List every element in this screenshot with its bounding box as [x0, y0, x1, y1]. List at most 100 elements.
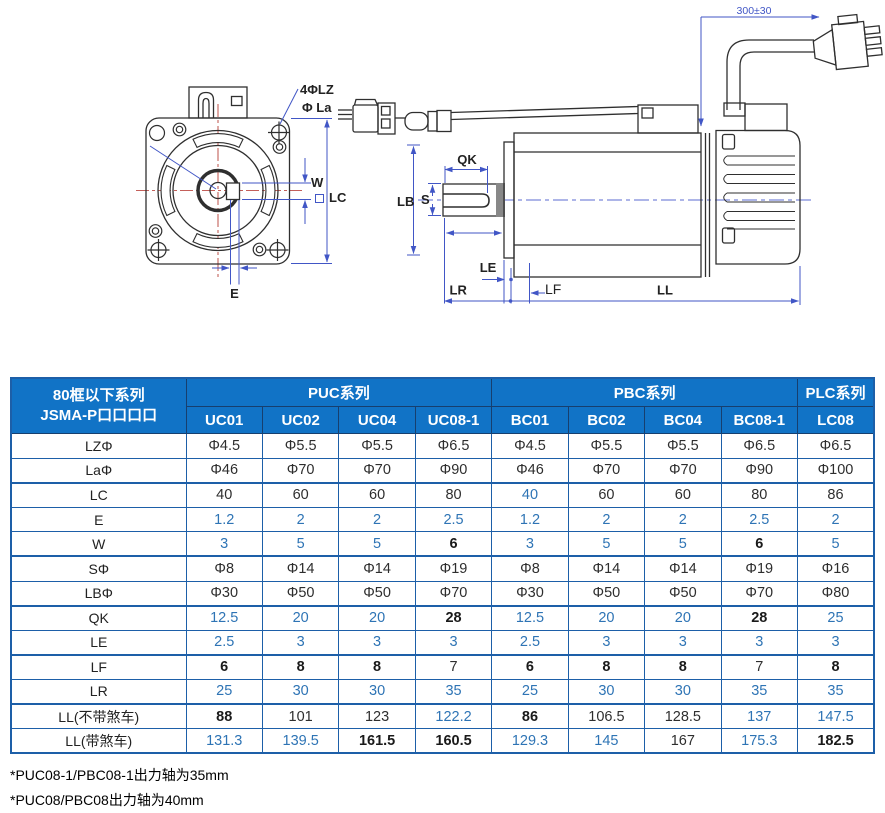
cell-SΦ-UC04: Φ14: [338, 555, 416, 582]
mount-hole-icon: [268, 121, 290, 144]
group-header-2: PLC系列: [797, 377, 875, 407]
row-label: LC: [10, 482, 187, 508]
row-label: SΦ: [10, 555, 187, 582]
cell-LE-LC08: 3: [797, 629, 875, 656]
cell-LBΦ-BC02: Φ50: [567, 580, 646, 607]
cell-LaΦ-LC08: Φ100: [797, 457, 875, 484]
mount-hole-icon: [148, 124, 166, 142]
cell-E-BC02: 2: [567, 506, 646, 533]
model-header-UC04: UC04: [338, 406, 416, 434]
group-header-1: PBC系列: [491, 377, 798, 407]
cell-E-UC08-1: 2.5: [414, 506, 493, 533]
cell-LR-UC02: 30: [261, 678, 340, 706]
cell-LC-BC02: 60: [567, 482, 646, 508]
cell-LL(不带煞车)-BC02: 106.5: [567, 703, 646, 730]
cell-LF-UC04: 8: [338, 654, 416, 680]
cell-LZΦ-UC01: Φ4.5: [185, 433, 263, 459]
cell-LL(带煞车)-UC04: 161.5: [338, 728, 416, 754]
cell-LF-LC08: 8: [797, 654, 875, 680]
cell-LBΦ-BC08-1: Φ70: [720, 580, 799, 607]
cell-LE-BC04: 3: [644, 629, 722, 656]
cell-LF-BC04: 8: [644, 654, 722, 680]
cell-W-BC01: 3: [491, 531, 569, 558]
cell-SΦ-BC04: Φ14: [644, 555, 722, 582]
rear-fins: [723, 155, 795, 230]
power-cable: [726, 39, 814, 110]
label-w: W: [311, 175, 324, 190]
cell-LaΦ-UC01: Φ46: [185, 457, 263, 484]
cell-LR-UC08-1: 35: [414, 678, 493, 706]
front-flange: [145, 117, 291, 265]
footnote-2: *PUC08/PBC08出力轴为40mm: [10, 792, 204, 808]
model-header-UC01: UC01: [185, 406, 263, 434]
cell-LZΦ-UC08-1: Φ6.5: [414, 433, 493, 459]
cell-LBΦ-LC08: Φ80: [797, 580, 875, 607]
mount-hole-icon: [266, 239, 289, 261]
cell-LL(不带煞车)-BC08-1: 137: [720, 703, 799, 730]
row-label: LZΦ: [10, 433, 187, 459]
cell-SΦ-LC08: Φ16: [797, 555, 875, 582]
footnote-1: *PUC08-1/PBC08-1出力轴为35mm: [10, 767, 229, 783]
mount-hole-icon: [147, 239, 170, 261]
model-header-LC08: LC08: [797, 406, 875, 434]
side-encoder-connector: [637, 104, 699, 134]
row-label: QK: [10, 605, 187, 631]
side-view: QK LB S LE LR LF LL 300±30: [338, 5, 883, 305]
cell-QK-UC04: 20: [338, 605, 416, 631]
front-dimensions: [149, 88, 332, 285]
dimension-drawing: 4ΦLZ Φ La W LC E: [136, 5, 883, 305]
cell-LR-UC01: 25: [185, 678, 263, 706]
cell-LL(带煞车)-LC08: 182.5: [797, 728, 875, 754]
label-le: LE: [480, 260, 497, 275]
cell-W-UC02: 5: [261, 531, 340, 558]
cell-LL(不带煞车)-BC01: 86: [491, 703, 569, 730]
cell-LL(带煞车)-UC01: 131.3: [185, 728, 263, 754]
cell-LL(带煞车)-UC02: 139.5: [261, 728, 340, 754]
cell-LE-UC04: 3: [338, 629, 416, 656]
cell-LR-LC08: 35: [797, 678, 875, 706]
side-cable-boot: [723, 102, 746, 117]
cell-LF-BC08-1: 7: [720, 654, 799, 680]
cell-LR-UC04: 30: [338, 678, 416, 706]
cell-QK-BC04: 20: [644, 605, 722, 631]
front-keyway: [225, 182, 241, 201]
cell-W-BC08-1: 6: [720, 531, 799, 558]
cell-SΦ-BC02: Φ14: [567, 555, 646, 582]
cell-E-UC01: 1.2: [185, 506, 263, 533]
row-label: LaΦ: [10, 457, 187, 484]
cell-E-BC04: 2: [644, 506, 722, 533]
label-ll: LL: [657, 283, 673, 298]
cell-SΦ-BC01: Φ8: [491, 555, 569, 582]
cell-LC-BC04: 60: [644, 482, 722, 508]
cell-LR-BC04: 30: [644, 678, 722, 706]
cell-QK-BC08-1: 28: [720, 605, 799, 631]
cell-W-UC04: 5: [338, 531, 416, 558]
cell-LE-UC02: 3: [261, 629, 340, 656]
cell-LC-UC04: 60: [338, 482, 416, 508]
cell-LZΦ-BC01: Φ4.5: [491, 433, 569, 459]
cell-LaΦ-UC04: Φ70: [338, 457, 416, 484]
cell-E-UC02: 2: [261, 506, 340, 533]
cell-LL(不带煞车)-LC08: 147.5: [797, 703, 875, 730]
model-header-BC04: BC04: [644, 406, 722, 434]
model-header-UC08-1: UC08-1: [414, 406, 493, 434]
cell-LE-UC08-1: 3: [414, 629, 493, 656]
cell-LaΦ-BC08-1: Φ90: [720, 457, 799, 484]
cell-SΦ-UC08-1: Φ19: [414, 555, 493, 582]
cell-LE-BC08-1: 3: [720, 629, 799, 656]
row-label: E: [10, 506, 187, 533]
cell-LE-BC02: 3: [567, 629, 646, 656]
cell-LZΦ-LC08: Φ6.5: [797, 433, 875, 459]
cell-QK-BC01: 12.5: [491, 605, 569, 631]
cell-LL(不带煞车)-UC04: 123: [338, 703, 416, 730]
power-connector: [812, 13, 883, 71]
cell-QK-UC08-1: 28: [414, 605, 493, 631]
cell-QK-UC02: 20: [261, 605, 340, 631]
label-lc: LC: [329, 190, 347, 205]
cell-LZΦ-UC04: Φ5.5: [338, 433, 416, 459]
cell-LC-BC08-1: 80: [720, 482, 799, 508]
label-s: S: [421, 192, 430, 207]
cell-LC-LC08: 86: [797, 482, 875, 508]
side-shaft: [442, 183, 505, 217]
